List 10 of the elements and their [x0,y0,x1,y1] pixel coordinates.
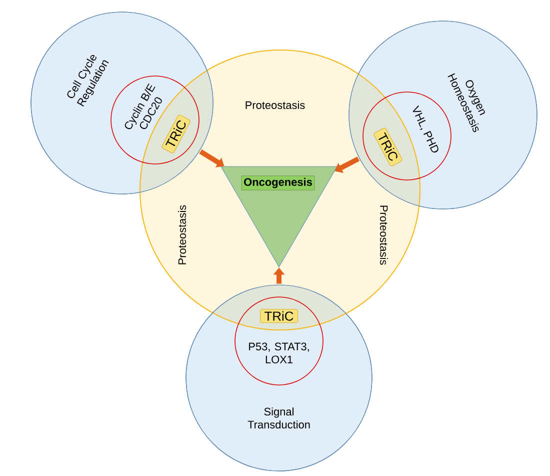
circle-label: Proteostasis [246,100,305,110]
chaperone-box: TRiC [260,308,298,324]
label-box: Oncogenesis [241,176,315,190]
circle-label: Proteostasis [178,205,186,264]
circle-label: Signal Transduction [248,408,310,428]
circle-label: P53, STAT3, LOX1 [249,342,309,364]
chaperone-box: TRiC [162,114,190,154]
circle-label: VHL, PHD [412,105,438,153]
chaperone-box: TRiC [374,128,402,166]
circle-label: Proteostasis [380,206,388,265]
